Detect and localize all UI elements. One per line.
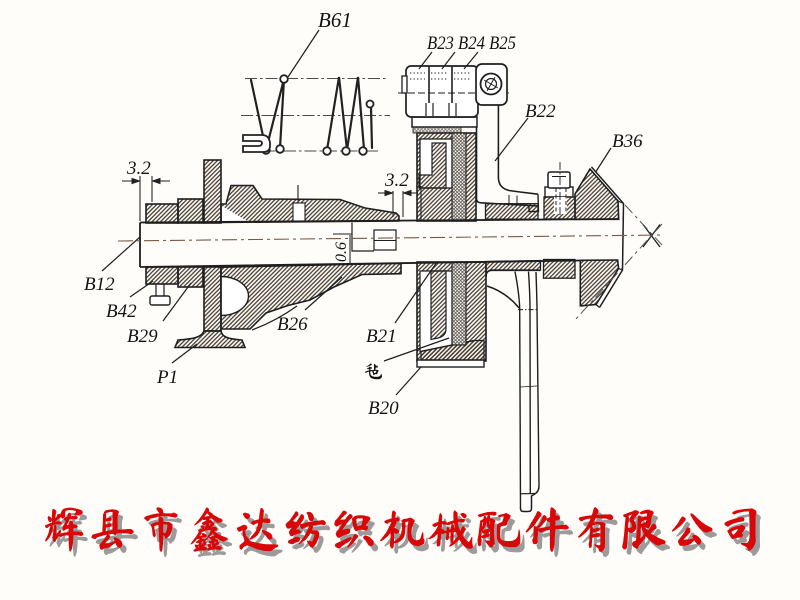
svg-text:B29: B29 [127,326,158,347]
svg-text:0.6: 0.6 [333,242,350,262]
svg-text:B26: B26 [277,314,308,335]
svg-text:3.2: 3.2 [126,158,151,179]
svg-text:B21: B21 [366,326,397,347]
svg-text:B61: B61 [318,8,352,32]
svg-text:B23 B24 B25: B23 B24 B25 [427,33,516,54]
svg-text:B36: B36 [612,131,643,152]
svg-text:3.2: 3.2 [384,170,409,191]
svg-text:B12: B12 [84,274,115,295]
svg-text:B22: B22 [525,101,556,122]
svg-text:B20: B20 [368,398,399,419]
svg-text:B42: B42 [106,301,137,322]
svg-text:P1: P1 [156,367,178,388]
